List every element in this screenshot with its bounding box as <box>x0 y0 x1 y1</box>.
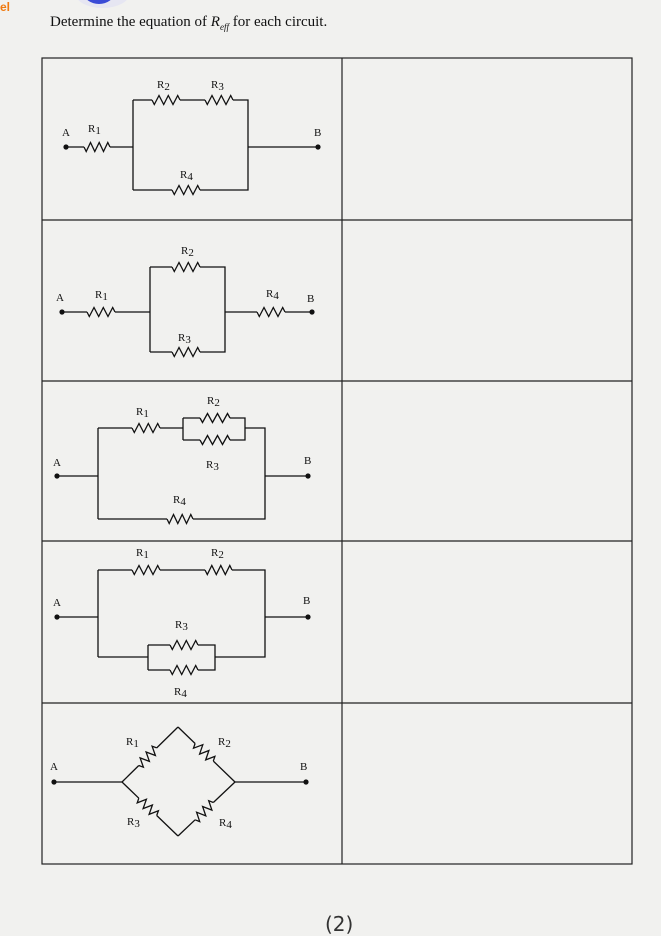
terminal-b <box>309 309 315 315</box>
label-a: A <box>53 457 61 469</box>
resistor-r3 <box>136 797 160 816</box>
wire <box>156 726 179 749</box>
wire <box>193 427 266 520</box>
table-grid <box>41 57 633 865</box>
wire <box>177 819 196 837</box>
label-r3: R3 <box>206 459 219 473</box>
label-r3: R3 <box>127 816 140 830</box>
resistor-r2 <box>151 94 181 106</box>
corner-tag: el <box>0 0 11 14</box>
wire <box>177 726 196 744</box>
resistor-r3 <box>199 434 231 446</box>
label-r2: R2 <box>207 395 220 409</box>
resistor-r4 <box>169 664 199 676</box>
terminal-b <box>303 779 309 785</box>
resistor-r1 <box>131 422 161 434</box>
label-b: B <box>304 455 311 467</box>
wire <box>212 781 236 803</box>
instruction-before: Determine the equation of <box>50 14 211 30</box>
reff-symbol: R <box>210 14 220 30</box>
label-a: A <box>62 127 70 139</box>
label-r4: R4 <box>173 494 186 508</box>
wire <box>200 266 226 353</box>
label-r2: R2 <box>211 547 224 561</box>
terminal-b <box>315 144 321 150</box>
resistor-r1 <box>86 306 116 318</box>
resistor-r2 <box>171 261 201 273</box>
resistor-r4 <box>166 512 194 526</box>
resistor-r3 <box>169 639 199 651</box>
label-r1: R1 <box>88 123 101 137</box>
label-a: A <box>50 761 58 773</box>
resistor-r2 <box>192 743 216 762</box>
resistor-r4 <box>256 306 286 318</box>
handwritten-page-number: (2) <box>325 912 354 936</box>
resistor-r1 <box>83 140 111 154</box>
label-r4: R4 <box>174 686 187 700</box>
label-r3: R3 <box>175 619 188 633</box>
label-a: A <box>56 292 64 304</box>
label-b: B <box>307 293 314 305</box>
wire <box>230 417 246 441</box>
resistor-r4 <box>171 184 201 196</box>
wire <box>156 815 179 837</box>
label-r4: R4 <box>180 169 193 183</box>
resistor-r1 <box>131 564 161 576</box>
label-r4: R4 <box>266 288 279 302</box>
label-r4: R4 <box>219 817 232 831</box>
label-r3: R3 <box>178 332 191 346</box>
label-r2: R2 <box>157 79 170 93</box>
wire <box>121 765 140 783</box>
label-r1: R1 <box>136 547 149 561</box>
terminal-b <box>305 473 311 479</box>
resistor-r3 <box>204 94 234 106</box>
resistor-r4 <box>194 799 214 823</box>
label-r2: R2 <box>218 736 231 750</box>
resistor-r3 <box>171 346 201 358</box>
decorative-shape <box>84 0 114 4</box>
label-b: B <box>300 761 307 773</box>
resistor-r2 <box>199 412 231 424</box>
label-b: B <box>314 127 321 139</box>
wire <box>215 569 266 658</box>
wire <box>200 99 249 191</box>
wire <box>212 760 236 783</box>
table-border <box>41 57 633 865</box>
label-r3: R3 <box>211 79 224 93</box>
label-r1: R1 <box>136 406 149 420</box>
terminal-b <box>305 614 311 620</box>
label-r1: R1 <box>95 289 108 303</box>
resistor-r2 <box>204 564 233 576</box>
reff-subscript: eff <box>219 22 229 32</box>
decorative-shape <box>75 0 130 8</box>
instruction-text: Determine the equation of Reff for each … <box>50 14 327 32</box>
wire <box>198 644 216 671</box>
instruction-after: for each circuit. <box>228 14 328 30</box>
label-r2: R2 <box>181 245 194 259</box>
label-a: A <box>53 597 61 609</box>
resistor-r1 <box>138 745 157 769</box>
label-b: B <box>303 595 310 607</box>
wire <box>121 781 140 799</box>
label-r1: R1 <box>126 736 139 750</box>
